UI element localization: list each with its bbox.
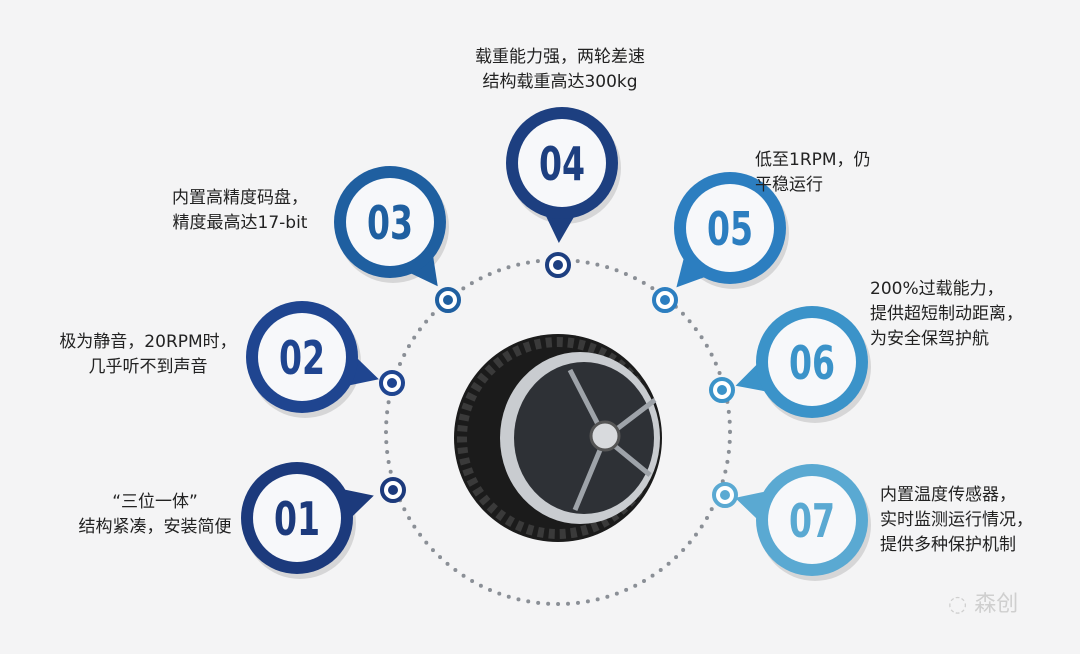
feature-text-line: 为安全保驾护航 [870, 329, 989, 349]
bubble-inner [258, 313, 346, 401]
feature-label-01: “三位一体” 结构紧凑，安装简便 [55, 490, 255, 540]
feature-bubble-02: 02 [246, 301, 405, 418]
feature-bubble-06: 06 [709, 306, 871, 423]
feature-text-line: 低至1RPM，仍 [755, 150, 871, 170]
feature-label-05: 低至1RPM，仍平稳运行 [755, 148, 905, 198]
feature-text-line: 内置温度传感器， [880, 485, 1016, 505]
bubble-inner [768, 476, 856, 564]
feature-label-04: 载重能力强，两轮差速结构载重高达300kg [440, 45, 680, 95]
feature-bubble-04: 04 [506, 107, 621, 278]
feature-text-line: 载重能力强，两轮差速 [475, 47, 645, 67]
feature-number: 02 [279, 331, 325, 385]
feature-text-line: 提供超短制动距离， [870, 304, 1023, 324]
feature-label-07: 内置温度传感器， 实时监测运行情况， 提供多种保护机制 [880, 483, 1070, 558]
feature-bubble-03: 03 [334, 166, 461, 313]
feature-number: 05 [707, 202, 753, 256]
bubble-inner [768, 318, 856, 406]
feature-text-line: 结构紧凑，安装简便 [78, 517, 232, 537]
feature-number: 04 [539, 137, 585, 191]
bubble-inner [686, 184, 774, 272]
wheel-image [454, 334, 662, 542]
feature-text-line: 平稳运行 [755, 175, 823, 195]
feature-text-line: 结构载重高达300kg [482, 72, 638, 92]
feature-text-line: 几乎听不到声音 [88, 357, 208, 377]
feature-number: 01 [274, 492, 320, 546]
wechat-icon: ◌ [948, 592, 968, 617]
feature-bubble-07: 07 [712, 464, 871, 581]
feature-text-line: 提供多种保护机制 [880, 535, 1016, 555]
feature-text-line: “三位一体” [112, 492, 198, 512]
feature-label-02: 极为静音，20RPM时， 几乎听不到声音 [28, 330, 268, 380]
feature-number: 07 [789, 494, 835, 548]
feature-number: 06 [789, 336, 835, 390]
feature-bubble-05: 05 [652, 172, 789, 313]
feature-number: 03 [367, 196, 413, 250]
feature-bubble-01: 01 [241, 462, 406, 579]
feature-text-line: 200%过载能力， [870, 279, 1004, 299]
feature-text-line: 内置高精度码盘， [172, 188, 308, 208]
feature-label-06: 200%过载能力， 提供超短制动距离， 为安全保驾护航 [870, 277, 1060, 352]
bubble-inner [253, 474, 341, 562]
feature-label-03: 内置高精度码盘， 精度最高达17-bit [140, 186, 340, 236]
watermark-text: 森创 [974, 592, 1019, 617]
feature-text-line: 极为静音，20RPM时， [59, 332, 237, 352]
watermark: ◌ 森创 [948, 586, 1018, 618]
bubble-inner [346, 178, 434, 266]
feature-text-line: 实时监测运行情况， [880, 510, 1033, 530]
bubble-inner [518, 119, 606, 207]
feature-text-line: 精度最高达17-bit [172, 213, 308, 233]
